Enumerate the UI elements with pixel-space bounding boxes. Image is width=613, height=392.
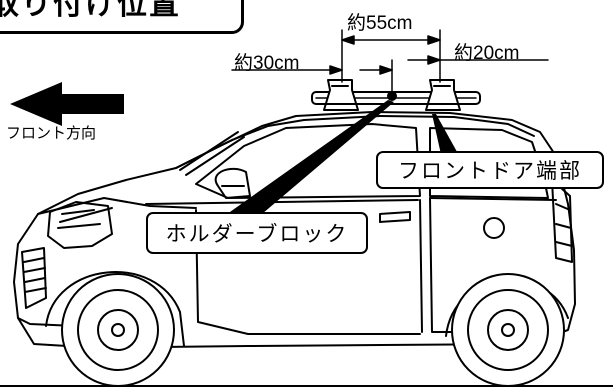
front-wheel [61,273,175,387]
front-direction-arrow [10,82,124,126]
headlight [47,201,113,249]
holder-block-marker [387,91,397,101]
front-door-edge-callout: フロントドア端部 [376,151,604,189]
side-mirror [214,167,251,199]
belt-line [145,197,557,205]
front-direction-label: フロント方向 [6,124,97,142]
dimension-total-label: 約55cm [347,13,413,34]
windshield [179,131,245,176]
dimension-rear-label: 約20cm [454,43,520,64]
front-grille [21,247,47,309]
front-rack-foot [323,79,359,111]
holder-block-callout: ホルダーブロック [146,212,368,254]
dimension-front-label: 約30cm [234,53,300,74]
dimension-lines [231,29,549,93]
holder-block-leader [196,100,394,236]
car-body-outline [13,111,576,349]
roof-line [175,115,535,169]
title-frame: 取り付け位置 [0,0,244,34]
front-door-handle [379,211,411,223]
front-bumper [17,317,77,327]
hood-line [37,197,197,215]
fuel-cap [483,217,505,239]
rear-rack-foot [425,79,461,111]
front-wheel-arch [45,271,185,347]
rear-wheel [451,273,565,387]
page-title: 取り付け位置 [0,0,181,22]
rear-light [551,179,573,263]
